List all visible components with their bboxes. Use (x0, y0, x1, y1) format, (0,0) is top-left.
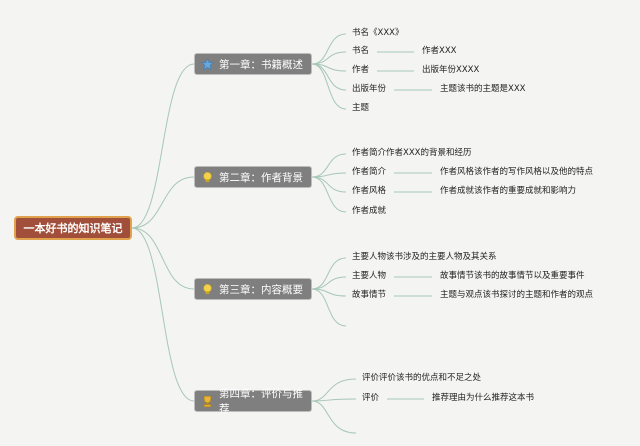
item-label: 主要人物该书涉及的主要人物及其关系 (352, 252, 497, 262)
chapter-to-item-connector (311, 276, 347, 290)
chapter-to-item-connector (311, 176, 347, 213)
sub-item-label: 主题该书的主题是XXX (440, 84, 526, 94)
chapter-to-item-connector (311, 378, 357, 402)
item-label: 评价 (362, 393, 380, 403)
root-node[interactable]: 一本好书的知识笔记 (14, 216, 132, 240)
item-label: 书名《XXX》 (352, 28, 404, 38)
trophy-icon (201, 395, 214, 408)
sub-item-label: 作者成就该作者的重要成就和影响力 (440, 186, 577, 196)
sub-item-label: 主题与观点该书探讨的主题和作者的观点 (440, 290, 594, 300)
root-to-chapter-connector (131, 63, 195, 229)
root-to-chapter-connector (131, 176, 195, 229)
chapter-to-item-connector (311, 51, 347, 65)
sub-item-label: 推荐理由为什么推荐这本书 (432, 393, 535, 403)
chapter-node-1[interactable]: 第一章：书籍概述 (194, 53, 312, 75)
item-label: 主要人物 (352, 271, 387, 281)
root-label: 一本好书的知识笔记 (23, 222, 123, 235)
item-label: 书名 (352, 46, 370, 56)
chapter-to-item-connector (311, 172, 347, 178)
sub-item-label: 作者XXX (422, 46, 457, 56)
item-label: 主题 (352, 103, 370, 113)
chapter-label: 第四章：评价与推荐 (219, 388, 303, 415)
chapter-to-item-connector (311, 398, 357, 402)
item-label: 作者成就 (352, 206, 387, 216)
item-label: 作者简介作者XXX的背景和经历 (352, 148, 472, 158)
item-label: 评价评价该书的优点和不足之处 (362, 373, 482, 383)
chapter-to-item-connector (311, 288, 347, 327)
item-label: 出版年份 (352, 84, 387, 94)
item-label: 作者 (352, 65, 370, 75)
sub-item-label: 故事情节该书的故事情节以及重要事件 (440, 271, 585, 281)
item-label: 故事情节 (352, 290, 387, 300)
chapter-label: 第三章：内容概要 (219, 283, 303, 296)
bulb-icon (201, 283, 214, 296)
chapter-to-item-connector (311, 176, 347, 193)
chapter-node-3[interactable]: 第三章：内容概要 (194, 278, 312, 300)
chapter-to-item-connector (311, 400, 357, 434)
sub-item-label: 出版年份XXXX (422, 65, 480, 75)
item-label: 作者简介 (352, 167, 387, 177)
star-icon (201, 57, 214, 71)
chapter-node-2[interactable]: 第二章：作者背景 (194, 166, 312, 188)
chapter-to-item-connector (311, 33, 347, 65)
sub-item-label: 作者风格该作者的写作风格以及他的特点 (440, 167, 594, 177)
chapter-to-item-connector (311, 153, 347, 178)
chapter-node-4[interactable]: 第四章：评价与推荐 (194, 388, 312, 415)
bulb-icon (201, 171, 214, 184)
root-to-chapter-connector (131, 227, 195, 290)
chapter-to-item-connector (311, 63, 347, 110)
chapter-label: 第二章：作者背景 (219, 171, 303, 184)
root-to-chapter-connector (131, 227, 195, 402)
item-label: 作者风格 (352, 186, 387, 196)
chapter-label: 第一章：书籍概述 (219, 58, 303, 71)
chapter-to-item-connector (311, 257, 347, 290)
